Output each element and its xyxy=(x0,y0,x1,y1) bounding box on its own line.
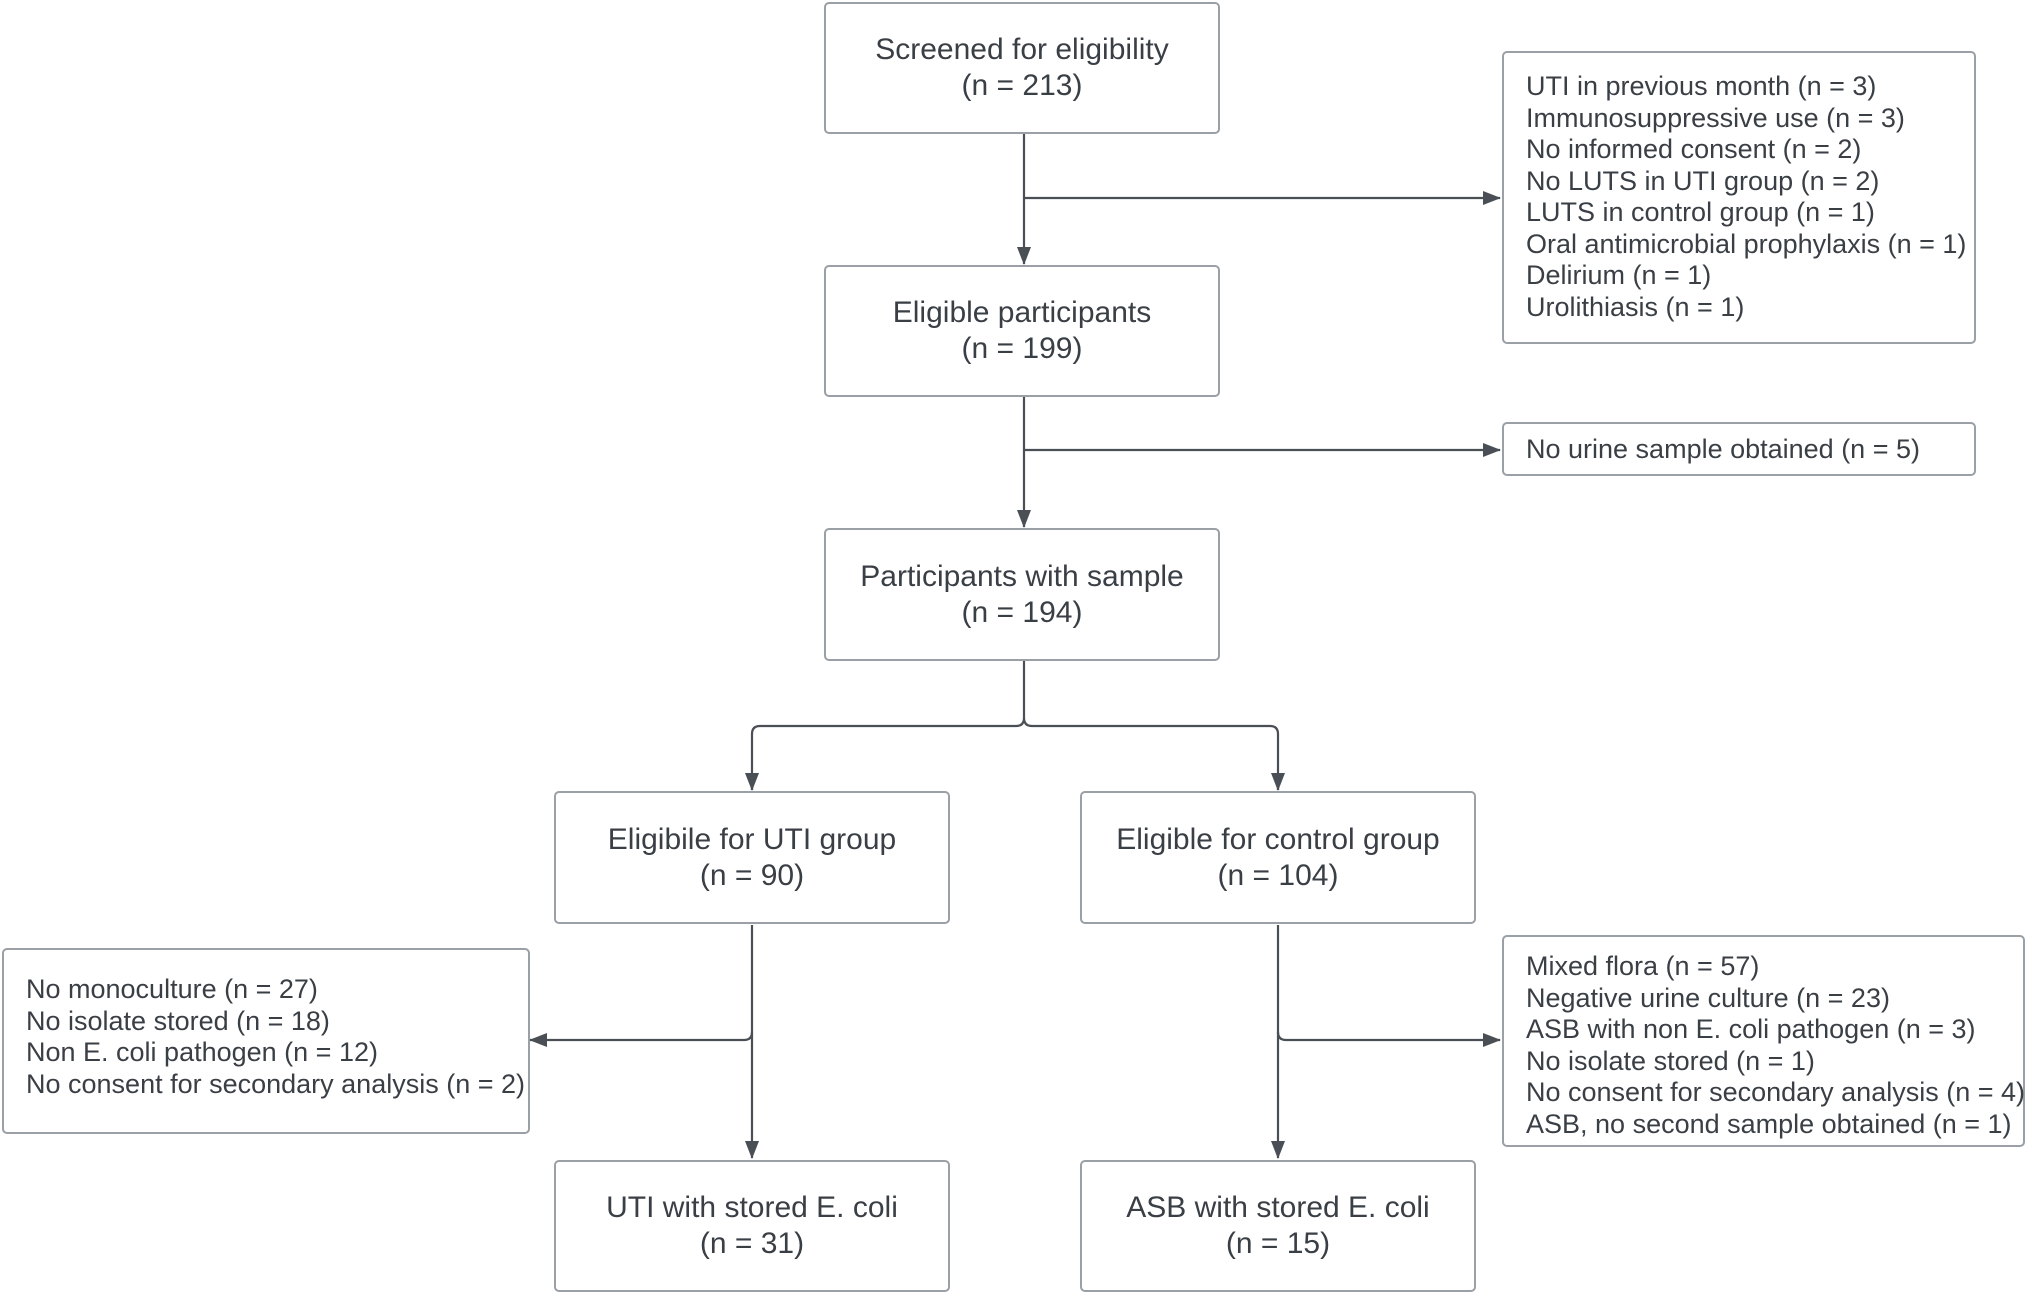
exclusion-item: Mixed flora (n = 57) xyxy=(1526,951,1760,981)
control-exclusions-box: Mixed flora (n = 57) Negative urine cult… xyxy=(1502,935,2025,1147)
exclusions-1-box: UTI in previous month (n = 3) Immunosupp… xyxy=(1502,51,1976,344)
arrow-to-uti-exclusions xyxy=(529,1031,754,1047)
uti-stored-count: (n = 31) xyxy=(699,1227,805,1260)
exclusion-item: Oral antimicrobial prophylaxis (n = 1) xyxy=(1526,228,1967,259)
eligible-title: Eligible participants xyxy=(892,296,1152,329)
exclusion-item: No LUTS in UTI group (n = 2) xyxy=(1526,165,1880,196)
asb-stored-box: ASB with stored E. coli (n = 15) xyxy=(1080,1160,1476,1292)
exclusion-item: UTI in previous month (n = 3) xyxy=(1526,71,1877,101)
exclusion-item: No isolate stored (n = 1) xyxy=(1526,1045,1815,1076)
uti-group-count: (n = 90) xyxy=(699,858,805,892)
exclusion-item: Delirium (n = 1) xyxy=(1526,260,1712,290)
screened-title: Screened for eligibility xyxy=(875,33,1169,66)
exclusion-item: ASB, no second sample obtained (n = 1) xyxy=(1526,1108,2012,1139)
exclusion-item: No informed consent (n = 2) xyxy=(1526,134,1862,164)
with-sample-box: Participants with sample (n = 194) xyxy=(824,528,1220,661)
exclusion-item: No consent for secondary analysis (n = 4… xyxy=(1526,1077,2025,1107)
arrow-to-control-exclusions xyxy=(1276,1031,1501,1047)
exclusion-item: No urine sample obtained (n = 5) xyxy=(1526,434,1920,464)
uti-group-box: Eligibile for UTI group (n = 90) xyxy=(554,791,950,924)
control-group-title: Eligible for control group xyxy=(1116,822,1440,856)
exclusion-item: No isolate stored (n = 18) xyxy=(26,1005,330,1036)
exclusion-item: Non E. coli pathogen (n = 12) xyxy=(26,1037,378,1067)
asb-stored-title: ASB with stored E. coli xyxy=(1126,1191,1430,1224)
eligible-count: (n = 199) xyxy=(961,332,1083,365)
control-group-count: (n = 104) xyxy=(1217,858,1339,892)
control-group-box: Eligible for control group (n = 104) xyxy=(1080,791,1476,924)
eligible-box: Eligible participants (n = 199) xyxy=(824,265,1220,397)
with-sample-count: (n = 194) xyxy=(961,595,1083,629)
uti-exclusions-box: No monoculture (n = 27) No isolate store… xyxy=(2,948,530,1134)
exclusion-item: LUTS in control group (n = 1) xyxy=(1526,197,1875,227)
asb-stored-count: (n = 15) xyxy=(1225,1227,1331,1260)
exclusion-item: Immunosuppressive use (n = 3) xyxy=(1526,102,1905,133)
uti-group-title: Eligibile for UTI group xyxy=(607,822,897,856)
exclusion-item: ASB with non E. coli pathogen (n = 3) xyxy=(1526,1014,1976,1044)
screened-count: (n = 213) xyxy=(961,69,1083,102)
exclusion-item: No monoculture (n = 27) xyxy=(26,974,318,1004)
split-connector xyxy=(750,661,1026,790)
exclusion-item: Urolithiasis (n = 1) xyxy=(1526,291,1745,322)
exclusions-2-box: No urine sample obtained (n = 5) xyxy=(1502,422,1976,476)
with-sample-title: Participants with sample xyxy=(860,559,1184,593)
exclusion-item: No consent for secondary analysis (n = 2… xyxy=(26,1068,525,1099)
exclusion-item: Negative urine culture (n = 23) xyxy=(1526,982,1890,1013)
uti-stored-title: UTI with stored E. coli xyxy=(606,1191,898,1224)
screened-box: Screened for eligibility (n = 213) xyxy=(824,2,1220,134)
uti-stored-box: UTI with stored E. coli (n = 31) xyxy=(554,1160,950,1292)
